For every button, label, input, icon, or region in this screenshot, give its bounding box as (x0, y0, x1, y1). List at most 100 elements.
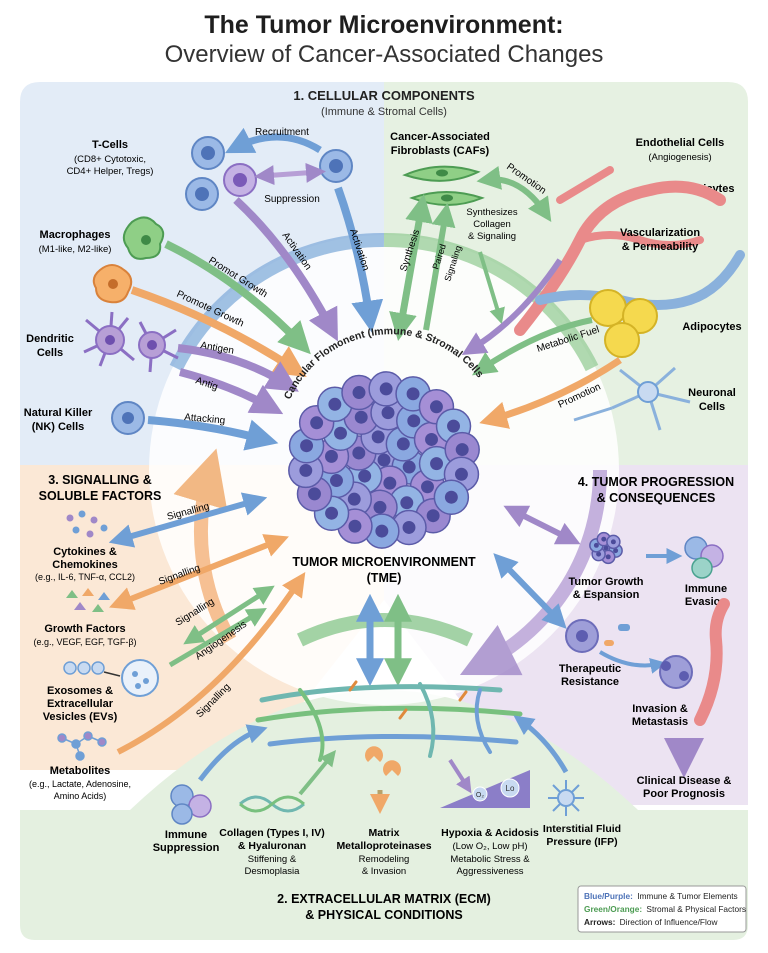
section3-heading1: 3. SIGNALLING & (48, 473, 151, 487)
ring-purple (459, 469, 608, 676)
arrow-promotion1 (476, 166, 552, 222)
invasion-l1: Invasion & (632, 703, 688, 715)
immune-supp-l2: Suppression (153, 842, 220, 854)
arrow-signalling3 (183, 585, 275, 645)
ring-blue (169, 232, 385, 372)
neuronal-l2: Cells (699, 401, 725, 413)
tumor-cell-nucleus (596, 551, 602, 557)
growth-l2: (e.g., VEGF, EGF, TGF-β) (33, 637, 136, 647)
cytokines-l1: Cytokines & (53, 546, 117, 558)
cytokines-icon (66, 510, 108, 538)
mmp-l1: Matrix (369, 827, 400, 839)
tumor-cell-nucleus (605, 554, 611, 560)
evasion-l1: Immune (685, 583, 727, 595)
page-title: The Tumor Microenvironment: (204, 11, 564, 39)
label-synth3: & Signaling (468, 231, 516, 242)
endothelial-desc: (Angiogenesis) (648, 152, 711, 163)
panel-ecm (20, 690, 748, 940)
tumor-cell-nucleus (379, 382, 393, 396)
tumor-cell-nucleus (603, 545, 609, 551)
resistance-l2: Resistance (561, 676, 619, 688)
tumor-cell-nucleus (454, 467, 468, 481)
collagen-l2: & Hyaluronan (238, 840, 306, 852)
clinical-l2: Poor Prognosis (643, 788, 725, 800)
tumor-cell-nucleus (354, 410, 368, 424)
invasion-l2: Metastasis (632, 716, 688, 728)
tumor-cell-nucleus (402, 521, 416, 534)
label-synth1: Synthesizes (466, 207, 517, 218)
tumor-cell-nucleus (425, 433, 438, 446)
section2-heading1: 2. EXTRACELLULAR MATRIX (ECM) (277, 892, 491, 906)
growth-factors-icon (66, 588, 110, 612)
legend-key1: Blue/Purple: (584, 891, 633, 901)
legend-val3: Direction of Influence/Flow (620, 917, 719, 927)
section1-heading: 1. CELLULAR COMPONENTS (293, 88, 475, 103)
legend-val1: Immune & Tumor Elements (637, 891, 738, 901)
arrow-collagen (298, 750, 336, 796)
section4-heading1: 4. TUMOR PROGRESSION (578, 475, 734, 489)
section2-heading2: & PHYSICAL CONDITIONS (305, 908, 462, 922)
section3-heading2: SOLUBLE FACTORS (39, 489, 162, 503)
legend-key2: Green/Orange: (584, 904, 642, 914)
tumor-cell-nucleus (347, 492, 361, 506)
arrow-suppression (254, 162, 326, 186)
arrow-antigen (177, 344, 299, 392)
tumor-cell-nucleus (447, 419, 460, 433)
metabolites-l1: Metabolites (50, 765, 111, 777)
ecm-fibers-icon (255, 680, 523, 762)
therapeutic-resistance-icon (565, 619, 630, 653)
neuron-body (637, 381, 659, 403)
tumor-cell-nucleus (396, 437, 410, 451)
tumor-cell-nucleus (402, 460, 416, 474)
tcells-desc1: (CD8+ Cytotoxic, (74, 154, 146, 165)
mmp-l3: Remodeling (359, 854, 410, 865)
tcell-cluster (185, 136, 353, 211)
exosomes-l1: Exosomes & (47, 685, 113, 697)
immune-supp-l1: Immune (165, 829, 207, 841)
arrow-hypoxia (448, 758, 472, 794)
label-attacking: Attacking (184, 412, 226, 427)
arrow-signalling2 (109, 534, 289, 610)
endothelial-name: Endothelial Cells (636, 137, 725, 149)
tumor-cell-nucleus (400, 496, 414, 510)
tumor-cell-nucleus (426, 509, 440, 523)
arrow-immune-suppression (198, 724, 268, 782)
adipocytes-icon (589, 289, 658, 358)
arrow-promote-growth (130, 286, 307, 378)
tumor-cell-nucleus (444, 490, 458, 504)
legend-line1: Blue/Purple: Immune & Tumor Elements (584, 891, 738, 901)
tumor-cell-nucleus (421, 480, 434, 494)
arrow-promotion2 (479, 357, 622, 429)
growth-prog-l1: Tumor Growth (569, 576, 644, 588)
nk-name1: Natural Killer (24, 407, 93, 419)
hypoxia-l1: Hypoxia & Acidosis (441, 827, 539, 839)
tumor-cell-nucleus (406, 387, 420, 401)
growth-l1: Growth Factors (44, 623, 125, 635)
collagen-l4: Desmoplasia (245, 866, 301, 877)
label-synth2: Collagen (473, 219, 511, 230)
ifp-l2: Pressure (IFP) (546, 836, 617, 848)
collagen-l1: Collagen (Types I, IV) (219, 827, 324, 839)
legend-val2: Stromal & Physical Factors (646, 904, 746, 914)
immune-suppression-icon (170, 784, 212, 825)
section4-heading2: & CONSEQUENCES (597, 491, 716, 505)
exosomes-l2: Extracellular (47, 698, 114, 710)
tumor-cell-nucleus (352, 386, 366, 399)
ifp-l1: Interstitial Fluid (543, 823, 621, 835)
tumor-cell-nucleus (593, 542, 599, 548)
arrow-vessel-to-tumor (461, 258, 563, 355)
collagen-helix-icon (239, 795, 305, 813)
exosomes-l3: Vesicles (EVs) (43, 711, 118, 723)
label-recruitment: Recruitment (255, 127, 309, 138)
cytokines-l3: (e.g., IL-6, TNF-α, CCL2) (35, 572, 135, 582)
cafs-name1: Cancer-Associated (390, 131, 490, 143)
arrow-tme-to-progression (503, 505, 581, 545)
lo-label: Lo (506, 784, 515, 793)
tumor-cell-nucleus (601, 536, 607, 542)
metabolites-icon (57, 731, 107, 761)
tumor-growth-icon (589, 531, 623, 565)
metabolites-l3: Amino Acids) (54, 791, 107, 801)
arrow-resistance-to-invasion (598, 650, 667, 674)
vascular-l1: Vascularization (620, 227, 700, 239)
